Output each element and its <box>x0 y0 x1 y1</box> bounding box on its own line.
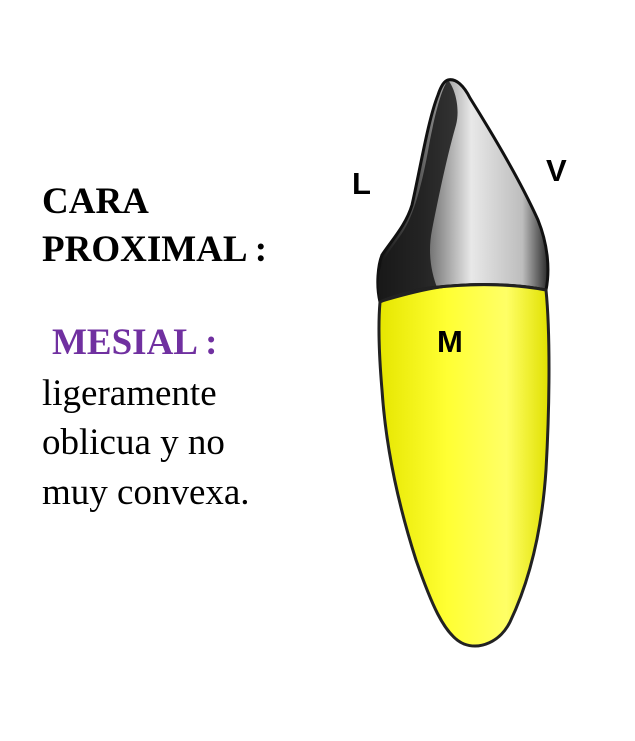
label-lingual: L <box>352 166 371 201</box>
heading-line-1: CARA <box>42 181 149 222</box>
description-line-3: muy convexa. <box>42 472 250 513</box>
label-vestibular: V <box>546 153 567 188</box>
label-mesial: M <box>437 324 463 359</box>
tooth-illustration <box>376 78 551 648</box>
cemento-enamel-junction <box>379 282 547 303</box>
description-line-2: oblicua y no <box>42 422 225 463</box>
description-line-1: ligeramente <box>42 373 217 414</box>
tooth-crown-shadow <box>378 80 458 302</box>
subheading-mesial: MESIAL : <box>52 322 218 363</box>
tooth-root <box>377 283 551 648</box>
heading-line-2: PROXIMAL : <box>42 229 268 270</box>
